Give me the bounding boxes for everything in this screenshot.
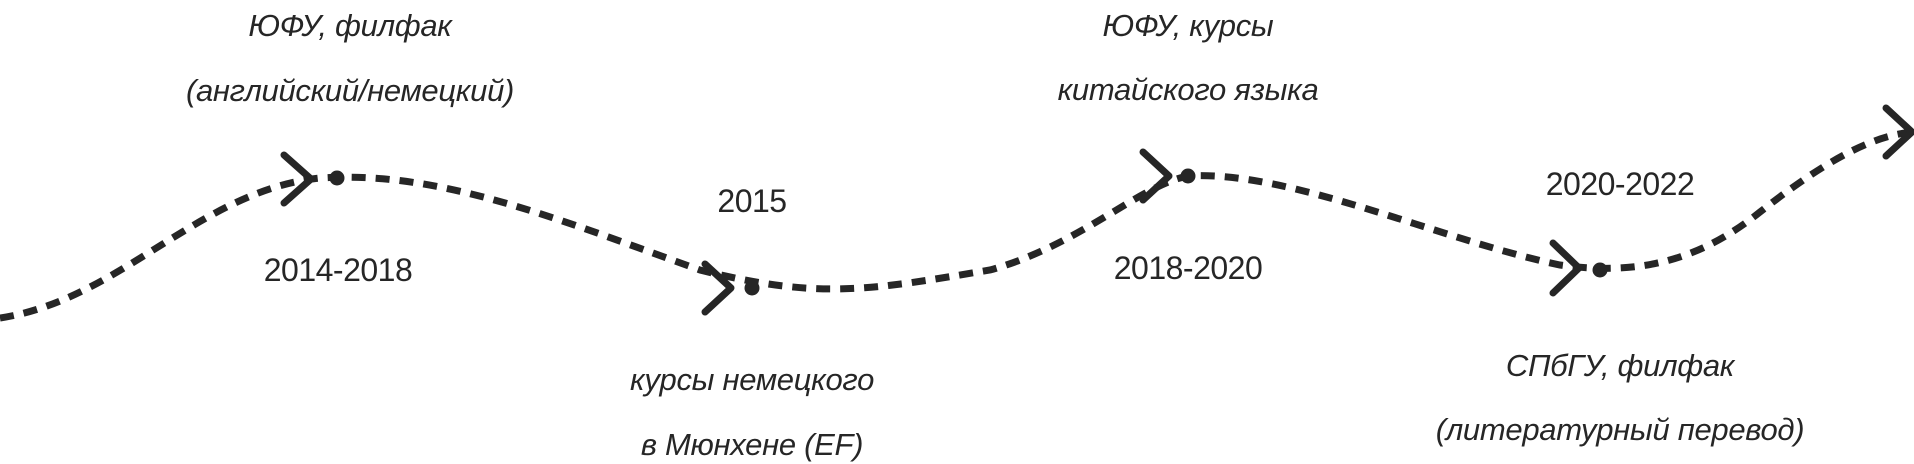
milestone-years: 2020-2022 bbox=[1545, 166, 1695, 202]
chevron-right-icon bbox=[1882, 104, 1914, 160]
milestone-years: 2015 bbox=[717, 183, 787, 219]
milestone-dot bbox=[329, 170, 345, 186]
milestone-title-line2: (английский/немецкий) bbox=[185, 73, 515, 108]
milestone-dot bbox=[1592, 262, 1608, 278]
milestone-title-line2: (литературный перевод) bbox=[1435, 412, 1805, 447]
milestone-title-line1: СПбГУ, филфак bbox=[1505, 348, 1735, 383]
milestone-title-line1: курсы немецкого bbox=[629, 362, 875, 397]
milestone-years: 2018-2020 bbox=[1113, 250, 1263, 286]
chevron-right-icon bbox=[1139, 148, 1173, 204]
milestone-dot bbox=[744, 280, 760, 296]
milestone-title-line1: ЮФУ, филфак bbox=[248, 8, 452, 43]
milestone-title-line2: китайского языка bbox=[1057, 72, 1319, 107]
chevron-right-icon bbox=[280, 151, 315, 207]
chevron-right-icon bbox=[1549, 239, 1583, 297]
milestone-title-line1: ЮФУ, курсы bbox=[1102, 8, 1274, 43]
milestone-title-line2: в Мюнхене (EF) bbox=[640, 427, 864, 462]
milestone-dot bbox=[1180, 168, 1196, 184]
chevron-right-icon bbox=[701, 260, 735, 316]
milestone-years: 2014-2018 bbox=[263, 252, 413, 288]
